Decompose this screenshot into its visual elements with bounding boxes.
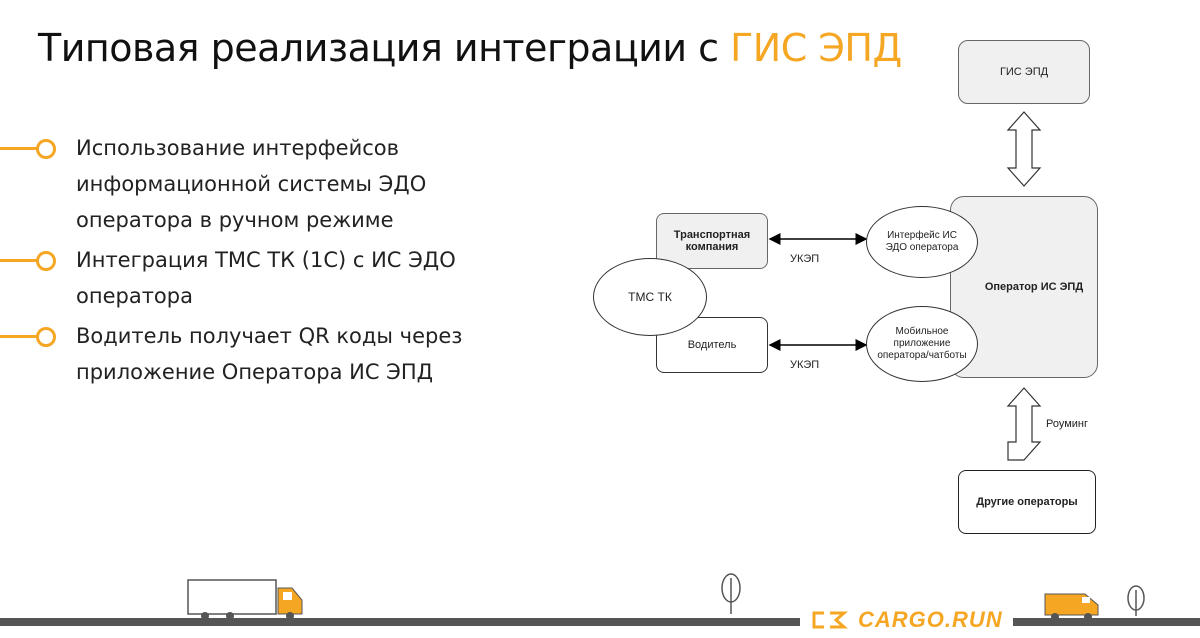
other-operators-box: Другие операторы xyxy=(958,470,1096,534)
tms-tk-ellipse: ТМС ТК xyxy=(593,258,707,336)
ukep-bottom-label: УКЭП xyxy=(790,359,819,371)
footer-road xyxy=(0,618,1200,626)
cargo-run-logo-icon xyxy=(810,609,850,631)
tree-icon xyxy=(722,574,740,614)
cargo-run-logo: CARGO.RUN xyxy=(800,605,1013,635)
van-icon xyxy=(1045,594,1098,621)
roaming-double-arrow xyxy=(1008,388,1040,460)
tree-icon xyxy=(1128,586,1144,616)
mobile-app-ellipse: Мобильное приложение оператора/чатботы xyxy=(866,306,978,382)
gis-epd-box: ГИС ЭПД xyxy=(958,40,1090,104)
logo-text: CARGO.RUN xyxy=(858,607,1003,633)
roaming-label: Роуминг xyxy=(1046,418,1088,430)
ukep-top-label: УКЭП xyxy=(790,253,819,265)
truck-icon xyxy=(188,580,302,620)
gis-operator-double-arrow xyxy=(1008,112,1040,186)
edo-interface-ellipse: Интерфейс ИС ЭДО оператора xyxy=(866,206,978,278)
